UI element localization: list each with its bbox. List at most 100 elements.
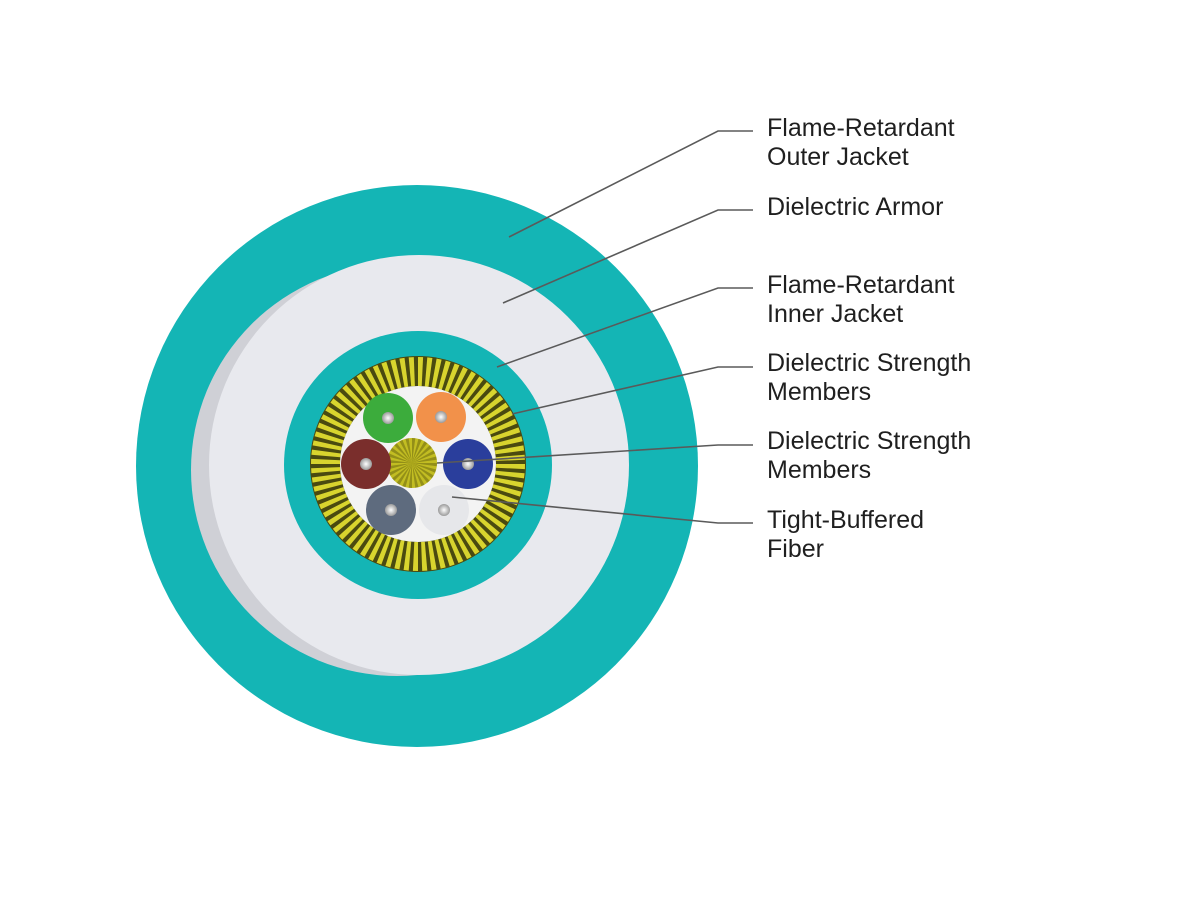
yarn-strand xyxy=(317,422,347,438)
label-strength-members-center: Dielectric Strength Members xyxy=(767,427,972,484)
yarn-strand xyxy=(332,511,359,533)
fiber-core xyxy=(382,412,394,424)
yarn-strand xyxy=(495,470,525,479)
yarn-strand xyxy=(364,368,383,397)
center-member-wedge xyxy=(412,450,436,463)
leader-line xyxy=(436,444,753,464)
center-member-wedge xyxy=(390,447,412,463)
yarn-strand xyxy=(349,378,371,405)
fiber-core xyxy=(438,504,450,516)
yarn-strand xyxy=(352,525,374,552)
yarn-strand xyxy=(325,406,353,425)
label-strength-members-yarn: Dielectric Strength Members xyxy=(767,349,972,406)
center-member-wedge xyxy=(388,463,412,476)
yarn-strand xyxy=(319,493,348,510)
center-member-wedge xyxy=(412,438,416,463)
yarn-strand xyxy=(488,418,517,435)
yarn-strand xyxy=(360,529,379,557)
center-member-wedge xyxy=(412,441,428,463)
label-tight-buffered-fiber: Tight-Buffered Fiber xyxy=(767,506,925,563)
yarn-strand xyxy=(412,541,418,571)
yarn-strand xyxy=(322,499,351,518)
center-member-wedge xyxy=(412,463,430,483)
yarn-strand xyxy=(327,505,355,526)
yarn-strand xyxy=(311,449,341,458)
fiber-core xyxy=(462,458,474,470)
center-member-wedge xyxy=(412,463,425,487)
yarn-strand xyxy=(311,458,341,464)
yarn-strand xyxy=(473,388,498,412)
yarn-strand xyxy=(453,531,472,560)
leader-line xyxy=(451,496,753,524)
fiber-core xyxy=(385,504,397,516)
yarn-strand xyxy=(492,484,522,497)
center-member-wedge xyxy=(412,463,419,488)
center-member-wedge xyxy=(387,459,412,463)
yarn-strand xyxy=(342,384,366,409)
yarn-strand xyxy=(424,357,433,387)
yarn-strand xyxy=(427,540,437,571)
yarn-strand xyxy=(381,361,395,391)
yarn-strand xyxy=(438,360,451,390)
yarn-strand xyxy=(457,371,476,399)
center-member-wedge xyxy=(408,463,412,488)
center-member-wedge xyxy=(412,438,422,463)
yarn-strand xyxy=(494,477,524,488)
leader-line xyxy=(508,130,753,238)
center-member-wedge xyxy=(412,463,434,479)
yarn-strand xyxy=(434,539,446,569)
fiber-core xyxy=(435,411,447,423)
yarn-strand xyxy=(311,467,341,474)
yarn-strand xyxy=(465,523,487,550)
yarn-strand xyxy=(489,490,519,506)
center-member-wedge xyxy=(405,438,412,463)
yarn-strand xyxy=(495,464,525,470)
yarn-strand xyxy=(368,533,385,561)
yarn-strand xyxy=(459,527,480,555)
yarn-strand xyxy=(447,534,464,563)
center-member-wedge xyxy=(387,463,412,470)
yarn-strand xyxy=(491,427,521,441)
yarn-strand xyxy=(462,376,484,403)
yarn-strand xyxy=(479,508,506,530)
yarn-strand xyxy=(314,431,344,444)
yarn-strand xyxy=(468,382,491,407)
yarn-strand xyxy=(475,514,500,537)
yarn-strand xyxy=(312,440,342,451)
center-member-wedge xyxy=(396,463,412,485)
yarn-strand xyxy=(431,358,442,388)
yarn-strand xyxy=(338,516,363,540)
center-member-wedge xyxy=(412,445,432,463)
center-member-wedge xyxy=(392,463,412,481)
yarn-strand xyxy=(390,359,402,389)
yarn-strand xyxy=(394,540,405,570)
yarn-strand xyxy=(315,487,345,501)
yarn-strand xyxy=(330,398,357,420)
leader-line xyxy=(496,287,753,368)
label-inner-jacket: Flame-Retardant Inner Jacket xyxy=(767,271,955,328)
yarn-strand xyxy=(385,538,398,568)
yarn-strand xyxy=(481,402,509,423)
yarn-strand xyxy=(477,395,504,417)
yarn-strand xyxy=(311,473,342,483)
leader-line xyxy=(511,366,753,415)
yarn-strand xyxy=(494,445,525,455)
central-strength-member xyxy=(387,438,437,488)
yarn-strand xyxy=(421,541,428,571)
yarn-strand xyxy=(372,365,389,394)
center-member-wedge xyxy=(412,456,437,463)
center-member-wedge xyxy=(387,453,412,463)
yarn-strand xyxy=(444,363,460,393)
yarn-strand xyxy=(493,436,523,448)
label-dielectric-armor: Dielectric Armor xyxy=(767,193,944,221)
yarn-strand xyxy=(376,535,392,565)
center-member-wedge xyxy=(394,443,412,463)
label-outer-jacket: Flame-Retardant Outer Jacket xyxy=(767,114,955,171)
yarn-strand xyxy=(470,519,494,544)
yarn-strand xyxy=(403,541,412,571)
yarn-strand xyxy=(356,373,377,401)
yarn-strand xyxy=(418,357,424,387)
yarn-strand xyxy=(345,521,368,546)
yarn-strand xyxy=(485,410,514,429)
